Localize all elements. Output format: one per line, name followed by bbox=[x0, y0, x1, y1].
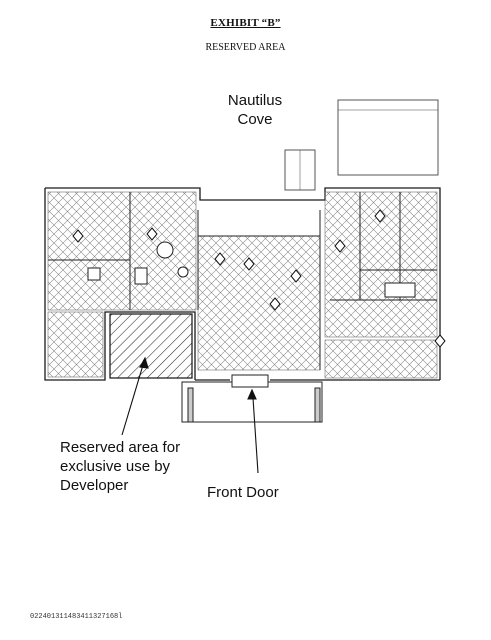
exhibit-subtitle: RESERVED AREA bbox=[205, 42, 286, 53]
front-porch bbox=[181, 374, 323, 423]
upper-right-wing bbox=[284, 99, 439, 191]
reserved-area bbox=[109, 313, 193, 379]
plan-title-line1: Nautilus bbox=[227, 92, 283, 109]
front-door-label: Front Door bbox=[207, 484, 279, 501]
reserved-area-label-line2: exclusive use by bbox=[60, 458, 171, 475]
plan-title-line2: Cove bbox=[237, 111, 273, 128]
reserved-area-arrow bbox=[121, 356, 149, 436]
front-door-arrow bbox=[247, 388, 259, 474]
interior-walls bbox=[48, 192, 437, 370]
exhibit-title: EXHIBIT “B” bbox=[210, 17, 281, 29]
reserved-area-label-line3: Developer bbox=[60, 477, 129, 494]
document-id: 022401311483411327168l bbox=[30, 613, 123, 621]
reserved-area-label-line1: Reserved area for bbox=[60, 439, 181, 456]
plan-title: Nautilus Cove bbox=[200, 91, 310, 129]
reserved-area-label: Reserved area for exclusive use by Devel… bbox=[60, 438, 200, 495]
room-markers bbox=[72, 209, 446, 348]
